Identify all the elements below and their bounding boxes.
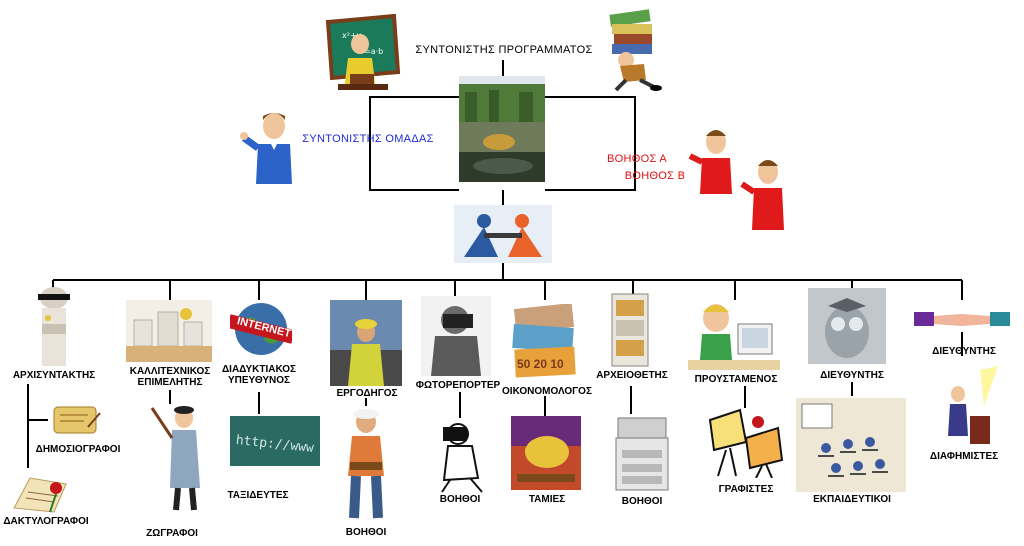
man-carrying-books-icon: [609, 9, 662, 92]
team-coordinator-label: ΣΥΝΤΟΝΙΣΤΗΣ ΟΜΑΔΑΣ: [302, 133, 434, 145]
teacher-blackboard-icon: x²+y =a·b: [325, 14, 401, 90]
boy-blue-shirt-icon: [240, 113, 292, 184]
assistant-a-label: ΒΟΗΘΟΣ Α: [607, 153, 667, 165]
photoreporter-label: ΦΩΤΟΡΕΠΟΡΤΕΡ: [415, 380, 501, 391]
photocopier-icon: [615, 417, 669, 491]
supervisor-label: ΠΡΟΥΣΤΑΜΕΝΟΣ: [694, 374, 778, 385]
piggy-bank-icon: [511, 416, 581, 490]
director-label-2: ΔΙΕΥΘΥΝΤΗΣ: [932, 346, 996, 357]
art-editor-label-2: ΕΠΙΜΕΛΗΤΗΣ: [137, 377, 203, 388]
internet-globe-icon: INTERNET: [230, 303, 292, 355]
construction-worker-photo: [330, 300, 402, 386]
chief-editor-label: ΑΡΧΙΣΥΝΤΑΚΤΗΣ: [12, 370, 96, 381]
url-address-bar-icon: http://www: [230, 416, 320, 466]
foreman-label: ΕΡΓΟΔΗΓΟΣ: [336, 388, 398, 399]
journalists-label: ΔΗΜΟΣΙΟΓΡΑΦΟΙ: [35, 444, 121, 455]
program-coordinator-label: ΣΥΝΤΟΝΙΣΤΗΣ ΠΡΟΓΡΑΜΜΑΤΟΣ: [415, 44, 593, 56]
boy-red-shirt-a-icon: [688, 130, 732, 194]
classroom-icon: [796, 398, 906, 492]
internet-manager-label-1: ΔΙΑΔΥΚΤΙΑΚΟΣ: [221, 364, 296, 375]
art-editor-label-1: ΚΑΛΛΙΤΕΧΝΙΚΟΣ: [129, 366, 211, 377]
svg-text:50 20 10: 50 20 10: [517, 357, 564, 371]
teachers-label: ΕΚΠΑΙΔΕΥΤΙΚΟΙ: [813, 494, 891, 505]
director-label-1: ΔΙΕΥΘΥΝΤΗΣ: [820, 370, 884, 381]
typewriter-rose-icon: [13, 477, 67, 513]
advertisers-label: ΔΙΑΦΗΜΙΣΤΕΣ: [929, 451, 999, 462]
helpers-label-1: ΒΟΗΘΟΙ: [345, 527, 387, 538]
painters-label: ΖΩΓΡΑΦΟΙ: [146, 528, 198, 539]
owl-graduate-icon: [808, 288, 886, 364]
chief-editor-icon: [38, 287, 70, 366]
graphic-designers-label: ΓΡΑΦΙΣΤΕΣ: [718, 484, 774, 495]
paint-pots-icon: [126, 300, 212, 362]
assistant-b-label: ΒΟΗΘΟΣ Β: [624, 170, 686, 182]
boy-at-computer-icon: [688, 304, 780, 370]
camera-man-sketch-icon: [441, 423, 483, 493]
travelers-label: ΤΑΞΙΔΕΥΤΕΣ: [227, 490, 289, 501]
economist-label: ΟΙΚΟΝΟΜΟΛΟΓΟΣ: [502, 386, 592, 397]
helpers-label-3: ΒΟΗΘΟΙ: [621, 496, 663, 507]
painter-icon: [150, 406, 200, 511]
designers-easels-icon: [708, 408, 784, 478]
banknotes-icon: 50 20 10: [512, 304, 576, 378]
advertiser-spotlight-icon: [948, 366, 998, 444]
park-fountain-photo: [459, 76, 545, 182]
svg-text:x²+y: x²+y: [342, 31, 362, 40]
photographer-photo: [421, 296, 491, 376]
handshake-icon: [914, 312, 1010, 326]
teamwork-logo-icon: [454, 205, 552, 263]
cashiers-label: ΤΑΜΙΕΣ: [528, 494, 566, 505]
boy-red-shirt-b-icon: [740, 160, 784, 230]
internet-manager-label-2: ΥΠΕΥΘΥΝΟΣ: [227, 375, 291, 386]
builder-helper-icon: [348, 409, 384, 519]
archivist-label: ΑΡΧΕΙΟΘΕΤΗΣ: [596, 370, 668, 381]
scroll-quill-icon: [53, 406, 101, 434]
typists-label: ΔΑΚΤΥΛΟΓΡΑΦΟΙ: [3, 516, 89, 527]
helpers-label-2: ΒΟΗΘΟΙ: [439, 494, 481, 505]
svg-text:=a·b: =a·b: [364, 47, 383, 56]
filing-cabinet-icon: [611, 293, 649, 367]
